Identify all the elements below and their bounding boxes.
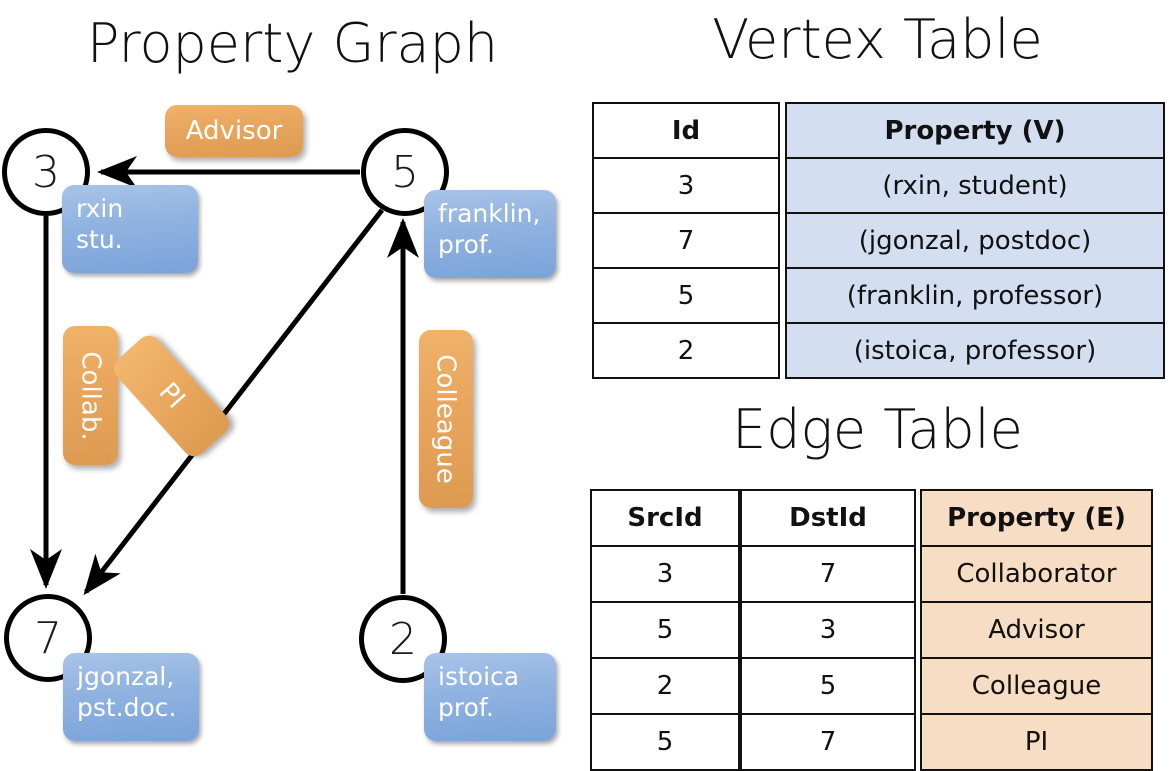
table-row[interactable]: 5 xyxy=(592,267,780,324)
vertex-property-cell: (rxin, student) xyxy=(785,157,1165,214)
graph-node-2-label: 2 xyxy=(389,613,417,665)
edge-table-srcid-column: SrcId 3 5 2 5 xyxy=(590,489,740,771)
edge-dstid-cell: 7 xyxy=(740,713,916,771)
table-row[interactable]: 3 xyxy=(590,545,740,603)
table-row[interactable]: 3 xyxy=(740,601,916,659)
page-title-property-graph: Property Graph xyxy=(86,12,499,75)
node-property-franklin-line2: prof. xyxy=(438,229,494,259)
graph-edges-svg xyxy=(30,156,419,596)
vertex-property-cell: (istoica, professor) xyxy=(785,322,1165,379)
vertex-id-cell: 7 xyxy=(592,212,780,269)
edge-property-cell: PI xyxy=(920,713,1153,771)
edge-label-collab[interactable]: Collab. xyxy=(63,326,118,465)
table-row[interactable]: (franklin, professor) xyxy=(785,267,1165,324)
table-row[interactable]: (jgonzal, postdoc) xyxy=(785,212,1165,269)
table-row[interactable]: 7 xyxy=(740,713,916,771)
edge-label-advisor-text: Advisor xyxy=(185,116,283,146)
edge-property-cell: Colleague xyxy=(920,657,1153,715)
edge-table-dstid-column: DstId 7 3 5 7 xyxy=(740,489,916,771)
vertex-table-property-column: Property (V) (rxin, student) (jgonzal, p… xyxy=(785,102,1165,379)
table-header-row: SrcId xyxy=(590,489,740,547)
vertex-table-header-id: Id xyxy=(592,102,780,159)
edge-table-header-dstid: DstId xyxy=(740,489,916,547)
vertex-id-cell: 2 xyxy=(592,322,780,379)
page-title-edge-table: Edge Table xyxy=(732,398,1023,461)
edge-label-advisor[interactable]: Advisor xyxy=(165,105,303,157)
table-row[interactable]: Advisor xyxy=(920,601,1153,659)
table-row[interactable]: (rxin, student) xyxy=(785,157,1165,214)
edge-label-collab-text: Collab. xyxy=(75,350,106,441)
vertex-table-header-property: Property (V) xyxy=(785,102,1165,159)
node-property-istoica-line1: istoica xyxy=(438,662,520,691)
vertex-id-cell: 5 xyxy=(592,267,780,324)
graph-node-7-label: 7 xyxy=(34,612,62,664)
node-property-box-istoica[interactable]: istoica prof. xyxy=(424,653,556,741)
node-property-rxin-line2: stu. xyxy=(76,224,123,254)
vertex-id-cell: 3 xyxy=(592,157,780,214)
edge-table-header-property: Property (E) xyxy=(920,489,1153,547)
table-row[interactable]: PI xyxy=(920,713,1153,771)
node-property-box-rxin[interactable]: rxin stu. xyxy=(62,185,198,273)
edge-srcid-cell: 5 xyxy=(590,601,740,659)
table-row[interactable]: Colleague xyxy=(920,657,1153,715)
edge-dstid-cell: 7 xyxy=(740,545,916,603)
table-row[interactable]: 7 xyxy=(740,545,916,603)
vertex-property-cell: (jgonzal, postdoc) xyxy=(785,212,1165,269)
edge-srcid-cell: 5 xyxy=(590,713,740,771)
graph-node-2[interactable]: 2 xyxy=(359,595,447,683)
edge-property-cell: Collaborator xyxy=(920,545,1153,603)
table-row[interactable]: 3 xyxy=(592,157,780,214)
table-header-row: Property (V) xyxy=(785,102,1165,159)
node-property-box-franklin[interactable]: franklin, prof. xyxy=(424,190,556,278)
table-header-row: DstId xyxy=(740,489,916,547)
node-property-jgonzal-line2: pst.doc. xyxy=(77,692,177,722)
edge-label-colleague-text: Colleague xyxy=(431,354,462,484)
node-property-jgonzal-line1: jgonzal, xyxy=(77,662,175,691)
table-header-row: Property (E) xyxy=(920,489,1153,547)
edge-dstid-cell: 5 xyxy=(740,657,916,715)
table-header-row: Id xyxy=(592,102,780,159)
node-property-box-jgonzal[interactable]: jgonzal, pst.doc. xyxy=(63,653,199,741)
table-row[interactable]: 2 xyxy=(590,657,740,715)
graph-node-3-label: 3 xyxy=(32,146,60,198)
edge-label-pi-text: PI xyxy=(152,377,191,415)
edge-property-cell: Advisor xyxy=(920,601,1153,659)
table-row[interactable]: 5 xyxy=(590,601,740,659)
graph-node-5[interactable]: 5 xyxy=(361,128,449,216)
table-row[interactable]: Collaborator xyxy=(920,545,1153,603)
table-row[interactable]: 7 xyxy=(592,212,780,269)
edge-srcid-cell: 3 xyxy=(590,545,740,603)
node-property-rxin-line1: rxin xyxy=(76,194,124,223)
node-property-franklin-line1: franklin, xyxy=(438,199,541,228)
edge-table-property-column: Property (E) Collaborator Advisor Collea… xyxy=(920,489,1153,771)
page-title-vertex-table: Vertex Table xyxy=(712,8,1043,71)
node-property-istoica-line2: prof. xyxy=(438,692,494,722)
edge-dstid-cell: 3 xyxy=(740,601,916,659)
vertex-table-id-column: Id 3 7 5 2 xyxy=(592,102,780,379)
edge-label-colleague[interactable]: Colleague xyxy=(419,330,473,508)
table-row[interactable]: 5 xyxy=(740,657,916,715)
edge-srcid-cell: 2 xyxy=(590,657,740,715)
table-row[interactable]: 5 xyxy=(590,713,740,771)
table-row[interactable]: 2 xyxy=(592,322,780,379)
vertex-property-cell: (franklin, professor) xyxy=(785,267,1165,324)
edge-5-to-7 xyxy=(83,208,384,596)
table-row[interactable]: (istoica, professor) xyxy=(785,322,1165,379)
edge-table-header-srcid: SrcId xyxy=(590,489,740,547)
graph-node-5-label: 5 xyxy=(391,146,419,198)
